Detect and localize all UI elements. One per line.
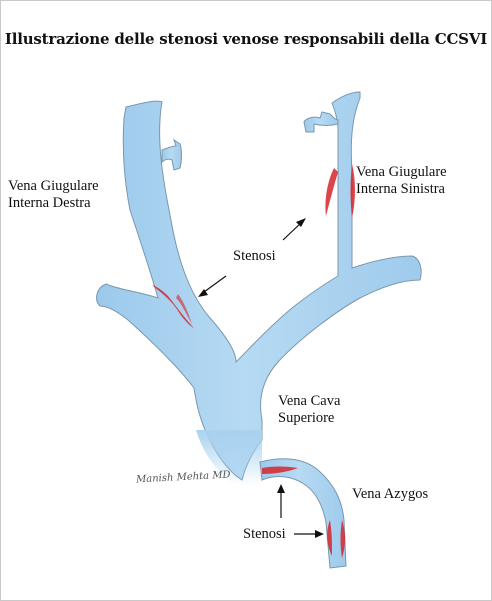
label-right-jugular-line2: Interna Destra bbox=[8, 195, 91, 211]
vena-cava-fade bbox=[196, 430, 262, 486]
figure-title: Illustrazione delle stenosi venose respo… bbox=[4, 30, 488, 48]
label-vena-cava-line1: Vena Cava bbox=[278, 393, 341, 409]
stenosis-azygos-low-b bbox=[340, 520, 345, 558]
arrow-to-lower-azygos bbox=[294, 530, 324, 538]
label-right-jugular-line1: Vena Giugulare bbox=[8, 178, 99, 194]
azygos-vein bbox=[259, 458, 347, 569]
left-jugular-side-branch bbox=[303, 111, 339, 133]
arrow-to-left-jugular bbox=[282, 218, 306, 241]
label-stenosis-lower: Stenosi bbox=[243, 526, 286, 542]
label-vena-cava-line2: Superiore bbox=[278, 410, 335, 426]
label-left-jugular-line2: Interna Sinistra bbox=[356, 181, 445, 197]
stenosis-left-jugular-a bbox=[325, 168, 338, 216]
label-azygos: Vena Azygos bbox=[352, 486, 429, 502]
stenosis-azygos-low-a bbox=[327, 520, 332, 556]
arrow-to-azygos bbox=[277, 484, 285, 518]
vein-tree bbox=[96, 91, 422, 481]
stenosis-left-jugular-b bbox=[350, 164, 355, 218]
right-jugular-side-branch bbox=[161, 138, 182, 171]
stenosis-azygos-top bbox=[262, 466, 298, 474]
arrow-to-right-jugular bbox=[198, 275, 227, 297]
stenosis-right-jugular bbox=[152, 285, 194, 328]
label-stenosis-upper: Stenosi bbox=[233, 248, 276, 264]
stenosis-right-jugular-inner bbox=[176, 294, 192, 324]
label-left-jugular-line1: Vena Giugulare bbox=[356, 164, 447, 180]
